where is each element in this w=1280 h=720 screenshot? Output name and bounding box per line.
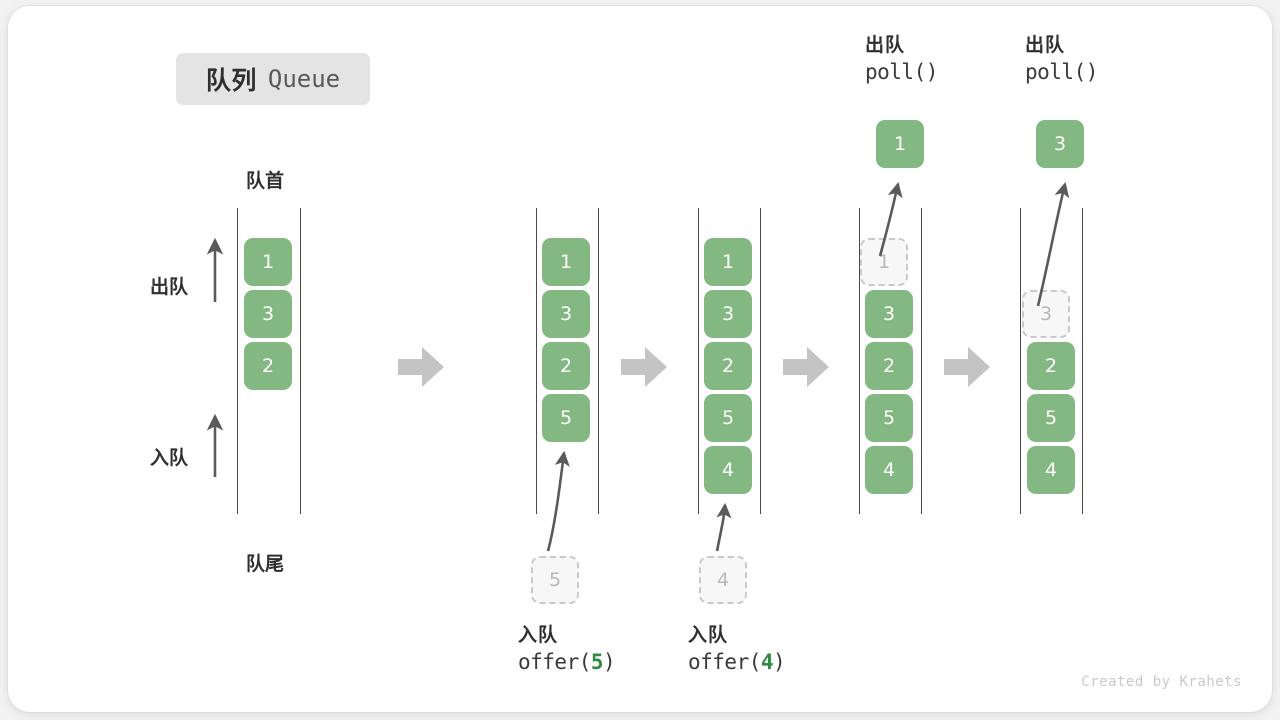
operation-label-poll-2: 出队 poll() xyxy=(1025,36,1098,90)
operation-label-poll-1: 出队 poll() xyxy=(865,36,938,90)
queue-cell: 5 xyxy=(865,394,913,442)
enqueue-motion-arrow-5 xyxy=(546,450,570,552)
step-arrow xyxy=(621,347,667,387)
enqueue-motion-arrow-4 xyxy=(715,502,732,552)
operation-arg: 5 xyxy=(590,650,604,674)
rail-right-col2 xyxy=(598,208,599,514)
operation-title: 入队 xyxy=(688,625,729,646)
incoming-element: 4 xyxy=(699,556,747,604)
rail-right-col5 xyxy=(1082,208,1083,514)
step-arrow xyxy=(398,347,444,387)
queue-cell: 5 xyxy=(704,394,752,442)
dequeue-direction-label: 出队 xyxy=(150,277,189,298)
step-arrow xyxy=(783,347,829,387)
queue-tail-label: 队尾 xyxy=(246,554,285,575)
rail-left-col1 xyxy=(237,208,238,514)
queue-cell: 4 xyxy=(1027,446,1075,494)
polled-element: 3 xyxy=(1036,120,1084,168)
title-badge: 队列 Queue xyxy=(176,53,370,105)
queue-cell: 3 xyxy=(704,290,752,338)
queue-cell: 2 xyxy=(865,342,913,390)
polled-element: 1 xyxy=(876,120,924,168)
operation-title: 出队 xyxy=(1025,35,1066,56)
step-arrow xyxy=(944,347,990,387)
dequeue-motion-arrow-3 xyxy=(1036,181,1070,307)
operation-title: 出队 xyxy=(865,35,906,56)
operation-call: poll() xyxy=(1025,60,1098,84)
rail-right-col1 xyxy=(300,208,301,514)
operation-call: offer(5) xyxy=(518,650,616,674)
queue-cell: 2 xyxy=(1027,342,1075,390)
queue-cell: 5 xyxy=(542,394,590,442)
queue-cell: 4 xyxy=(865,446,913,494)
title-cn: 队列 xyxy=(205,67,257,95)
diagram-card: 队列 Queue 队首 队尾 出队 入队 1 3 2 1 3 2 5 5 入队 … xyxy=(8,6,1272,712)
queue-cell: 3 xyxy=(865,290,913,338)
queue-cell: 2 xyxy=(244,342,292,390)
enqueue-direction-label: 入队 xyxy=(150,448,189,469)
queue-cell: 3 xyxy=(542,290,590,338)
outgoing-slot: 1 xyxy=(860,238,908,286)
operation-call: poll() xyxy=(865,60,938,84)
queue-cell: 5 xyxy=(1027,394,1075,442)
queue-cell: 3 xyxy=(244,290,292,338)
outgoing-slot: 3 xyxy=(1022,290,1070,338)
watermark: Created by Krahets xyxy=(1081,674,1242,690)
queue-cell: 2 xyxy=(704,342,752,390)
operation-label-offer-5: 入队 offer(5) xyxy=(518,625,616,680)
queue-cell: 1 xyxy=(244,238,292,286)
operation-title: 入队 xyxy=(518,625,559,646)
title-en: Queue xyxy=(267,65,341,93)
rail-right-col3 xyxy=(760,208,761,514)
operation-call: offer(4) xyxy=(688,650,786,674)
queue-cell: 4 xyxy=(704,446,752,494)
operation-arg: 4 xyxy=(760,650,774,674)
queue-cell: 1 xyxy=(542,238,590,286)
rail-left-col2 xyxy=(536,208,537,514)
queue-cell: 1 xyxy=(704,238,752,286)
incoming-element: 5 xyxy=(531,556,579,604)
queue-cell: 2 xyxy=(542,342,590,390)
queue-head-label: 队首 xyxy=(246,171,285,192)
rail-left-col3 xyxy=(698,208,699,514)
rail-left-col5 xyxy=(1020,208,1021,514)
rail-right-col4 xyxy=(921,208,922,514)
operation-label-offer-4: 入队 offer(4) xyxy=(688,625,786,680)
rail-left-col4 xyxy=(859,208,860,514)
